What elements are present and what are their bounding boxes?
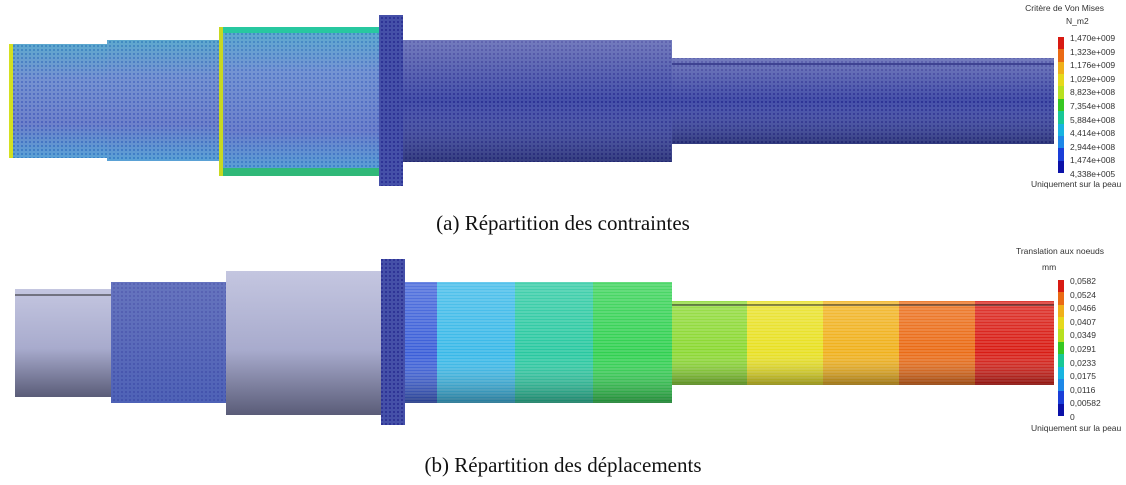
displacement-scale-swatch — [1058, 391, 1064, 404]
displacement-legend-title: Translation aux noeuds — [1015, 246, 1104, 256]
displacement-color-scale — [1058, 280, 1064, 416]
stress-scale-tick-label: 8,823e+008 — [1070, 87, 1116, 98]
displacement-legend-unit: mm — [1042, 262, 1057, 272]
displacement-shaft-render — [15, 259, 1054, 425]
displacement-segment-3 — [226, 271, 381, 415]
displacement-scale-swatch — [1058, 341, 1064, 355]
displacement-segment-5 — [672, 301, 1054, 385]
displacement-scale-tick-label: 0,0349 — [1070, 330, 1096, 341]
stress-legend-unit: N_m2 — [1066, 16, 1089, 26]
stress-scale-tick-label: 4,414e+008 — [1070, 128, 1116, 139]
stress-scale-tick-label: 1,474e+008 — [1070, 155, 1116, 166]
displacement-scale-swatch — [1058, 366, 1064, 379]
stress-legend-footer: Uniquement sur la peau — [1031, 179, 1122, 189]
stress-scale-swatch — [1058, 135, 1064, 149]
displacement-scale-tick-label: 0,0524 — [1070, 289, 1096, 300]
displacement-scale-tick-label: 0 — [1070, 412, 1075, 422]
displacement-scale-swatch — [1058, 403, 1064, 416]
stress-scale-tick-label: 1,470e+009 — [1070, 33, 1116, 43]
stress-scale-swatch — [1058, 61, 1064, 75]
stress-scale-tick-label: 2,944e+008 — [1070, 141, 1116, 152]
stress-scale-tick-label: 5,884e+008 — [1070, 114, 1116, 125]
stress-flange — [379, 15, 403, 186]
displacement-scale-tick-label: 0,0233 — [1070, 357, 1096, 368]
displacement-segment-1 — [15, 289, 111, 397]
displacement-scale-tick-label: 0,0175 — [1070, 371, 1096, 382]
stress-scale-tick-label: 1,323e+009 — [1070, 46, 1116, 57]
stress-legend-title: Critère de Von Mises — [1025, 3, 1104, 13]
stress-scale-swatch — [1058, 49, 1064, 62]
stress-scale-tick-label: 4,338e+005 — [1070, 169, 1116, 179]
displacement-scale-swatch — [1058, 280, 1064, 293]
stress-scale-swatch — [1058, 148, 1064, 161]
displacement-scale-swatch — [1058, 292, 1064, 305]
displacement-scale-swatch — [1058, 378, 1064, 392]
stress-scale-tick-label: 7,354e+008 — [1070, 101, 1116, 111]
stress-scale-swatch — [1058, 111, 1064, 124]
displacement-legend-footer: Uniquement sur la peau — [1031, 423, 1122, 433]
stress-panel: Critère de Von Mises N_m2 1,470e+009 1,32… — [0, 0, 1126, 240]
stress-scale-swatch — [1058, 98, 1064, 112]
displacement-legend: Translation aux noeuds mm 0,0582 0,0524 0,… — [1000, 242, 1126, 442]
stress-scale-tick-label: 1,029e+009 — [1070, 73, 1116, 84]
displacement-scale-tick-label: 0,0582 — [1070, 276, 1096, 286]
stress-scale-swatch — [1058, 74, 1064, 87]
displacement-segment-4 — [405, 282, 672, 403]
displacement-scale-tick-label: 0,0291 — [1070, 344, 1096, 354]
displacement-scale-swatch — [1058, 304, 1064, 318]
displacement-scale-swatch — [1058, 329, 1064, 342]
displacement-scale-tick-label: 0,0466 — [1070, 303, 1096, 314]
stress-legend: Critère de Von Mises N_m2 1,470e+009 1,32… — [1000, 0, 1126, 200]
stress-color-scale — [1058, 37, 1064, 173]
displacement-scale-swatch — [1058, 354, 1064, 367]
stress-scale-tick-label: 1,176e+009 — [1070, 60, 1116, 71]
displacement-scale-tick-label: 0,0116 — [1070, 384, 1096, 395]
stress-scale-swatch — [1058, 37, 1064, 50]
stress-scale-swatch — [1058, 86, 1064, 99]
displacement-scale-swatch — [1058, 317, 1064, 330]
stress-shaft-render — [9, 15, 1054, 186]
displacement-flange — [381, 259, 405, 425]
stress-scale-swatch — [1058, 123, 1064, 136]
stress-caption: (a) Répartition des contraintes — [436, 211, 690, 235]
displacement-scale-tick-label: 0,00582 — [1070, 398, 1101, 409]
displacement-caption: (b) Répartition des déplacements — [424, 453, 702, 477]
stress-scale-swatch — [1058, 160, 1064, 173]
displacement-panel: Translation aux noeuds mm 0,0582 0,0524 0,… — [0, 242, 1126, 485]
displacement-scale-tick-label: 0,0407 — [1070, 316, 1096, 327]
